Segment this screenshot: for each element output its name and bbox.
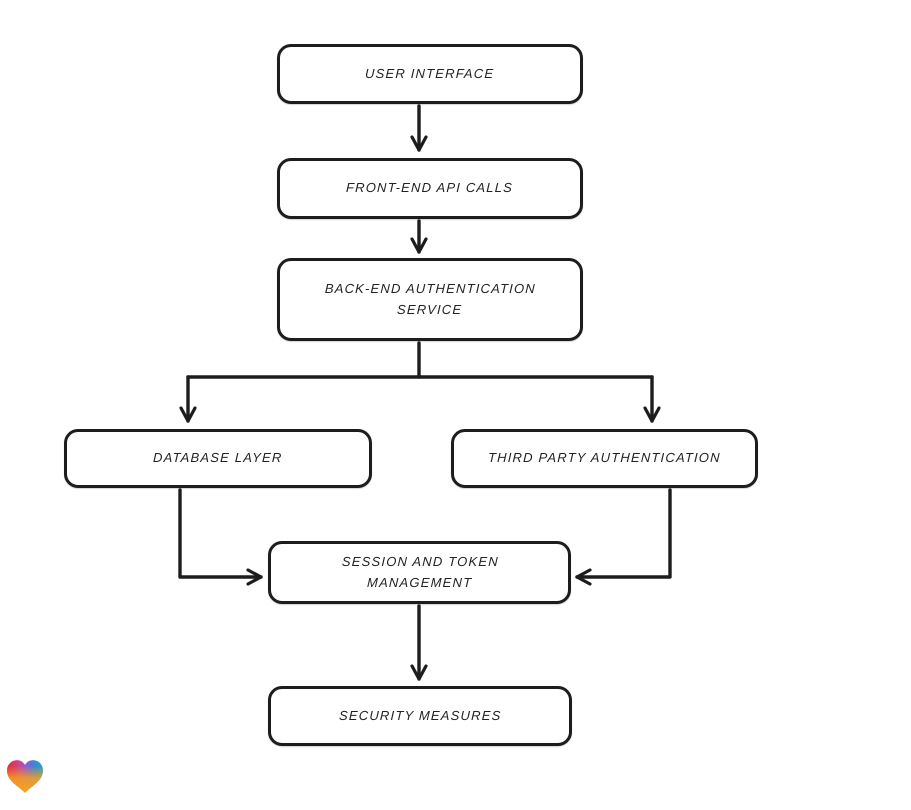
heart-icon <box>7 760 43 793</box>
edge-database-to-session <box>178 488 263 586</box>
node-back-end-authentication-service[interactable]: BACK-END AUTHENTICATION SERVICE <box>277 258 583 341</box>
node-label: SESSION AND TOKEN MANAGEMENT <box>341 553 499 590</box>
node-label: USER INTERFACE <box>365 65 495 81</box>
node-label: BACK-END AUTHENTICATION SERVICE <box>324 280 537 317</box>
node-label: THIRD PARTY AUTHENTICATION <box>487 450 722 466</box>
node-database-layer[interactable]: DATABASE LAYER <box>64 429 372 488</box>
node-label: FRONT-END API CALLS <box>346 180 514 196</box>
node-label: DATABASE LAYER <box>153 450 284 466</box>
node-front-end-api-calls[interactable]: FRONT-END API CALLS <box>277 158 583 219</box>
node-third-party-authentication[interactable]: THIRD PARTY AUTHENTICATION <box>451 429 758 488</box>
node-label: SECURITY MEASURES <box>338 707 502 723</box>
node-session-and-token-management[interactable]: SESSION AND TOKEN MANAGEMENT <box>268 541 571 604</box>
whimsical-logo[interactable] <box>7 760 43 794</box>
node-security-measures[interactable]: SECURITY MEASURES <box>268 686 572 746</box>
node-user-interface[interactable]: USER INTERFACE <box>277 44 583 104</box>
edge-third-party-to-session <box>575 488 672 586</box>
